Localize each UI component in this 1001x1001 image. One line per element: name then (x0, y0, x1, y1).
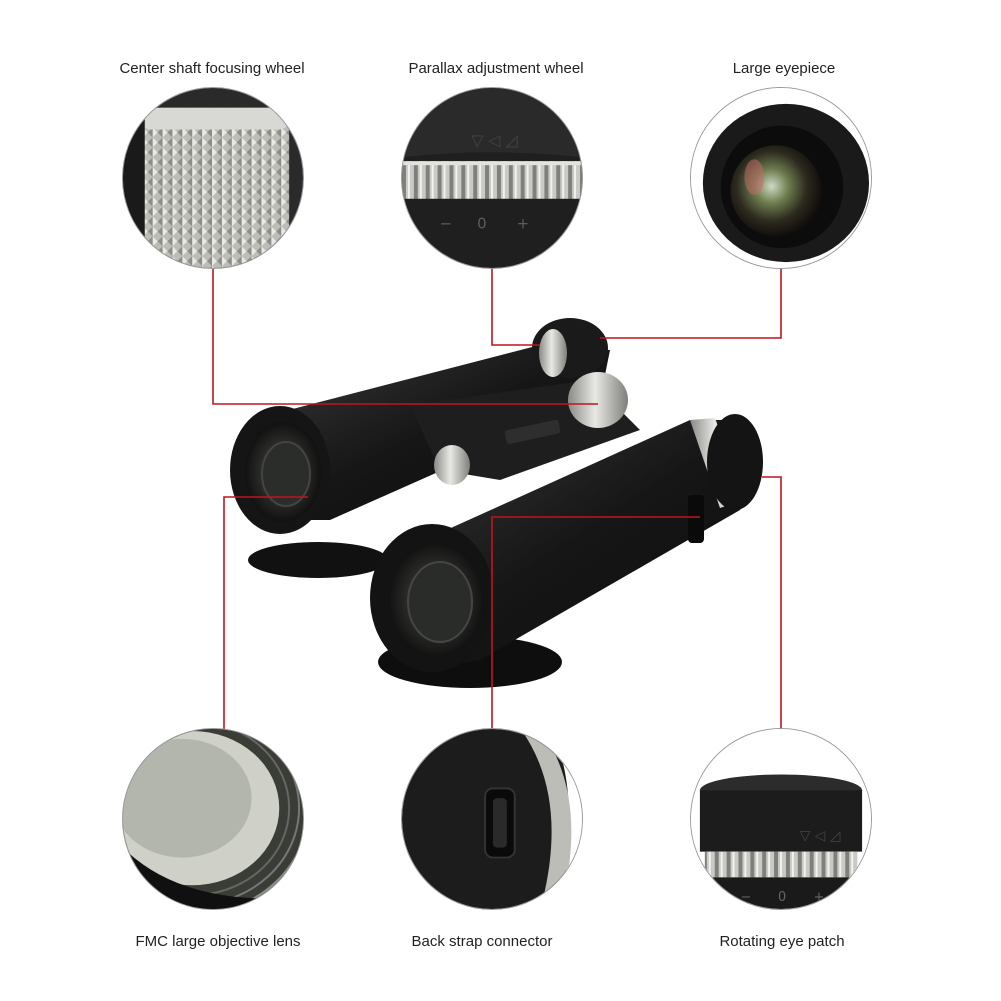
detail-center-shaft-focusing-wheel (122, 87, 304, 269)
detail-large-eyepiece (690, 87, 872, 269)
label-parallax-adjustment-wheel: Parallax adjustment wheel (408, 60, 584, 77)
callout-line-eye-patch (762, 476, 782, 732)
parallax-wheel-icon: ▽ ◁ ◿ − 0 + (402, 88, 582, 268)
detail-back-strap-connector (401, 728, 583, 910)
callout-line-parallax (491, 268, 540, 346)
binoculars-icon (230, 318, 763, 688)
eye-patch-scale-minus: − (740, 890, 751, 905)
eye-patch-scale-plus: + (814, 890, 825, 905)
scale-plus: + (517, 215, 529, 232)
detail-fmc-large-objective-lens (122, 728, 304, 910)
svg-text:▽ ◁ ◿: ▽ ◁ ◿ (471, 130, 518, 149)
detail-parallax-adjustment-wheel: ▽ ◁ ◿ − 0 + (401, 87, 583, 269)
scale-minus: − (440, 215, 452, 232)
label-center-shaft-focusing-wheel: Center shaft focusing wheel (119, 60, 305, 77)
scale-zero: 0 (477, 215, 486, 232)
knurled-wheel-icon (123, 88, 303, 268)
eye-patch-scale-zero: 0 (778, 890, 786, 905)
label-rotating-eye-patch: Rotating eye patch (719, 933, 845, 950)
callout-lines (212, 268, 782, 732)
callout-line-objective (223, 496, 308, 732)
callout-line-strap (491, 516, 700, 732)
callout-line-eyepiece (600, 268, 782, 339)
eyepiece-lens-icon (691, 88, 871, 268)
svg-text:▽ ◁ ◿: ▽ ◁ ◿ (800, 828, 841, 844)
label-large-eyepiece: Large eyepiece (732, 60, 836, 77)
objective-lens-icon (123, 729, 303, 909)
label-fmc-large-objective-lens: FMC large objective lens (135, 933, 301, 950)
label-back-strap-connector: Back strap connector (411, 933, 553, 950)
callout-line-center-shaft (212, 268, 598, 405)
detail-rotating-eye-patch: ▽ ◁ ◿ − 0 + (690, 728, 872, 910)
eye-patch-icon: ▽ ◁ ◿ − 0 + (691, 729, 871, 909)
strap-connector-icon (402, 729, 582, 909)
